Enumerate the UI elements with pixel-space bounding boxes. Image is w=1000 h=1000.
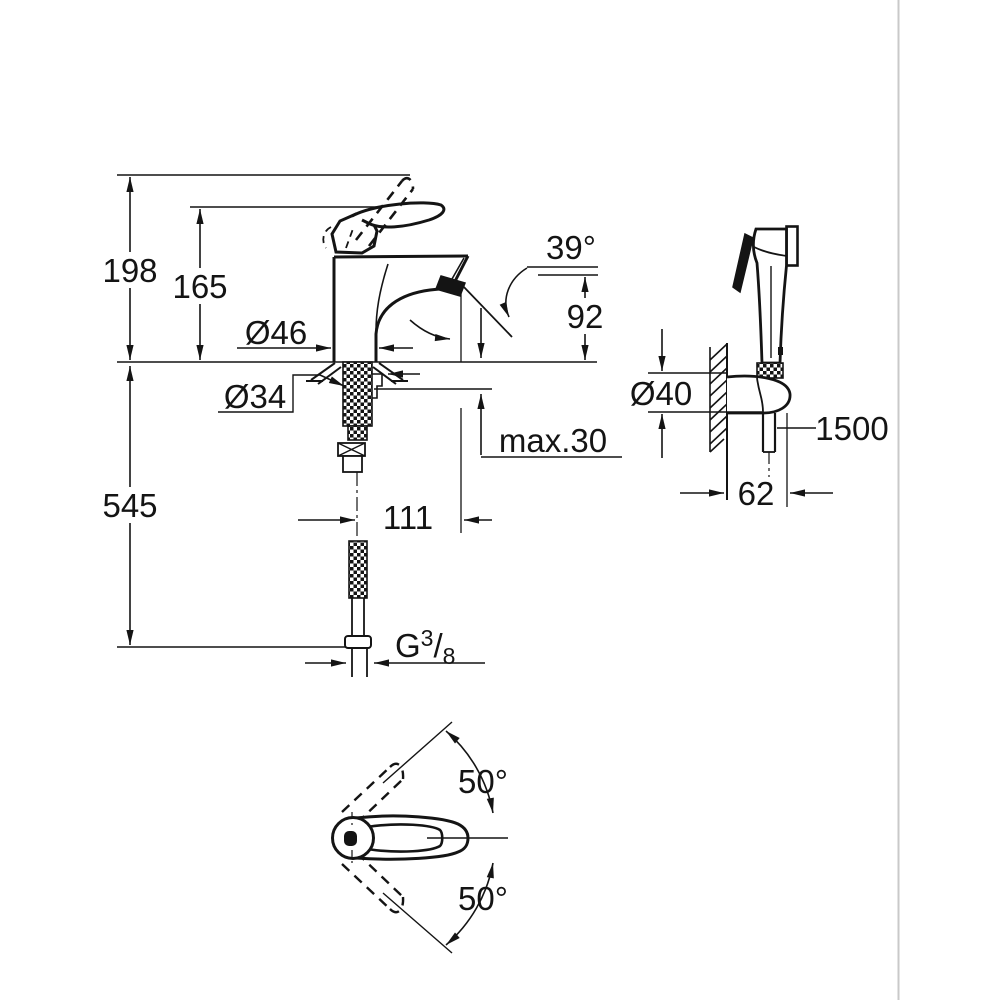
dim-holder-diameter: Ø40 xyxy=(630,375,692,412)
dim-spout-projection: 111 xyxy=(383,499,433,536)
spout-water-stream xyxy=(409,267,528,362)
flow-direction-arrow xyxy=(409,319,451,342)
swing-arc-upper xyxy=(445,730,494,814)
supply-hose xyxy=(344,540,372,677)
dim-spout-angle: 39° xyxy=(546,229,596,266)
dim-base-diameter: Ø46 xyxy=(245,314,307,351)
handle-top-view xyxy=(331,721,508,954)
dim-swing-lower: 50° xyxy=(458,880,508,917)
dim-deck-max-thickness: max.30 xyxy=(499,422,607,459)
aerator xyxy=(435,275,466,297)
body-contour-line xyxy=(375,263,389,333)
hand-shower-sprayer xyxy=(732,225,799,379)
g38-connector xyxy=(344,635,372,649)
swing-arc-lower xyxy=(445,862,494,946)
angle-arc-arrow xyxy=(499,267,528,318)
dim-thread-size: G3/8 xyxy=(395,625,455,669)
dim-hose-length: 1500 xyxy=(815,410,888,447)
hand-shower-view xyxy=(709,225,799,500)
under-counter-assembly xyxy=(306,361,408,677)
handle-cap-dot xyxy=(344,831,357,846)
dim-body-height: 165 xyxy=(172,268,227,305)
dim-spout-height: 92 xyxy=(567,298,604,335)
dim-swing-upper: 50° xyxy=(458,763,508,800)
shower-hose xyxy=(761,413,777,481)
sprayer-trigger xyxy=(732,232,754,294)
wall-section xyxy=(709,343,728,500)
dim-holder-depth: 62 xyxy=(738,475,775,512)
faucet-front-view xyxy=(322,176,470,362)
dim-hole-diameter: Ø34 xyxy=(224,378,286,415)
handle-raised-position xyxy=(354,176,415,247)
shower-holder xyxy=(726,374,792,415)
dimension-labels: 198 165 545 Ø46 Ø34 39° 92 max.30 111 G3… xyxy=(101,229,889,917)
dim-under-depth: 545 xyxy=(102,487,157,524)
handle-rotated-positions xyxy=(341,762,405,914)
threaded-shank xyxy=(342,361,373,427)
handle-lever xyxy=(351,201,446,229)
dim-total-height: 198 xyxy=(102,252,157,289)
